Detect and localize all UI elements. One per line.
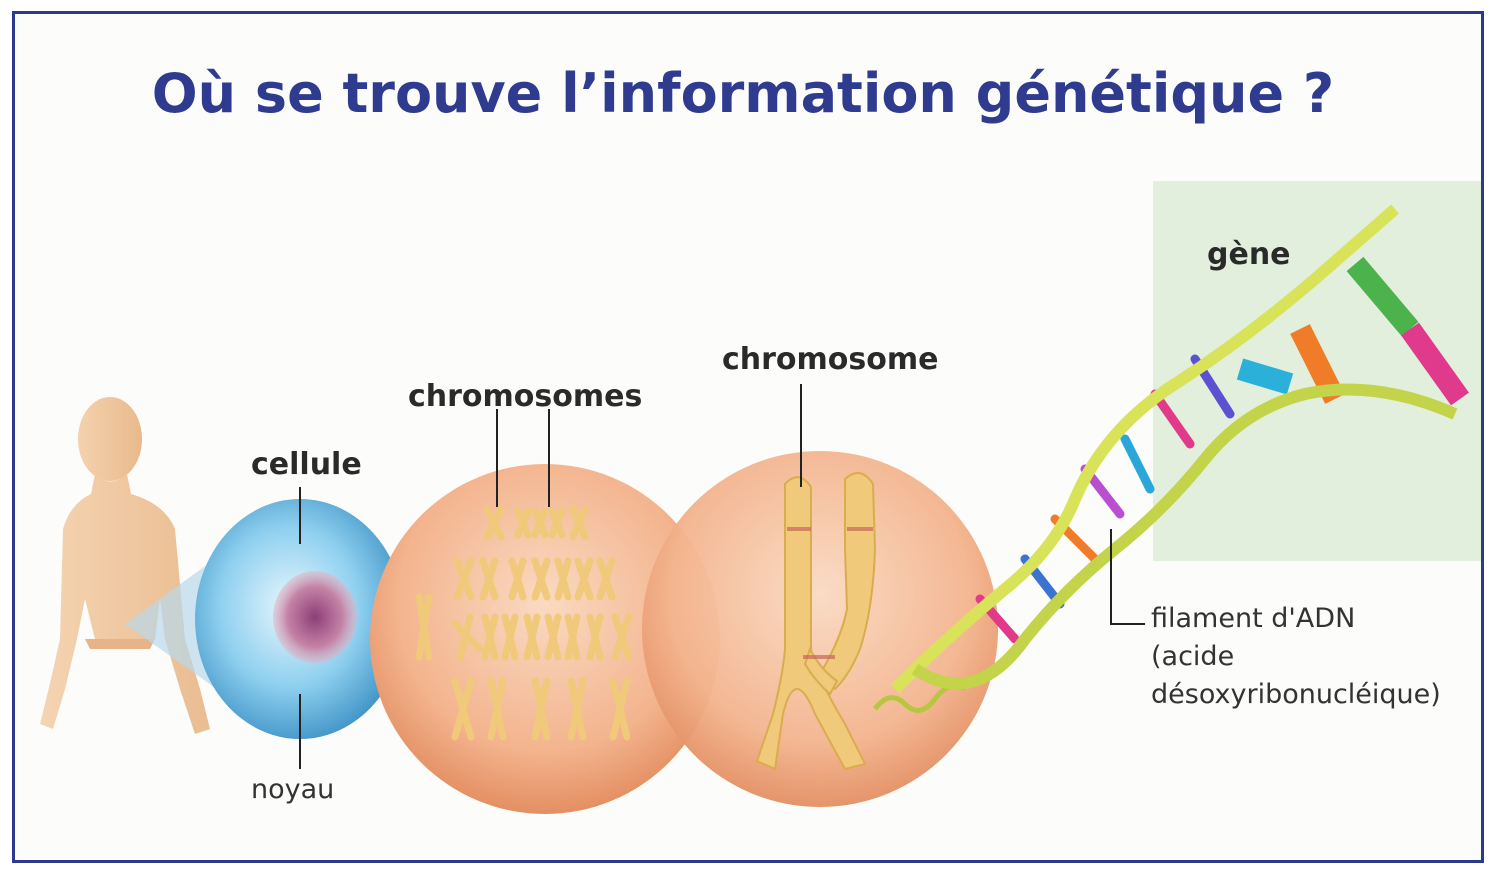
diagram-frame: Où se trouve l’information génétique ?: [12, 11, 1484, 863]
page-title: Où se trouve l’information génétique ?: [151, 62, 1335, 125]
karyotype-chromosomes: [415, 505, 633, 741]
diagram-illustration: [40, 181, 1481, 814]
label-adn-line1: filament d'ADN: [1151, 603, 1356, 634]
chromosome-circle: [642, 451, 998, 807]
label-adn-line3: désoxyribonucléique): [1151, 679, 1441, 710]
dna-helix-icon: [890, 204, 1469, 694]
diagram-canvas: cellule noyau chromosomes chromosome gèn…: [15, 169, 1481, 860]
label-chromosome: chromosome: [722, 342, 939, 377]
label-noyau: noyau: [251, 774, 335, 805]
label-chromosomes: chromosomes: [408, 379, 643, 414]
label-adn-line2: (acide: [1151, 641, 1235, 672]
label-cellule: cellule: [251, 447, 362, 482]
leader-lines: [299, 384, 1145, 769]
human-figure-icon: [40, 397, 210, 734]
label-gene: gène: [1207, 237, 1291, 272]
cell-icon: [195, 499, 405, 739]
